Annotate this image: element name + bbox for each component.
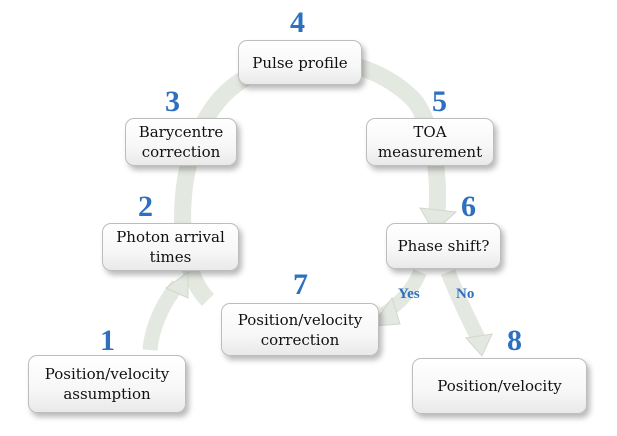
step-8-box: Position/velocity — [412, 358, 587, 414]
step-1-number: 1 — [100, 324, 115, 357]
step-2-number: 2 — [138, 190, 153, 223]
upward-arrowhead — [165, 271, 189, 299]
yes-branch-label: Yes — [398, 286, 420, 302]
step-3-number: 3 — [165, 85, 180, 118]
yes-arrowhead — [370, 296, 401, 327]
step-5-box: TOA measurement — [366, 118, 494, 166]
step-8-number: 8 — [507, 324, 522, 357]
step-7-box: Position/velocity correction — [221, 303, 379, 356]
step-5-number: 5 — [432, 85, 447, 118]
step-2-box: Photon arrival times — [102, 223, 239, 271]
step-1-box: Position/velocity assumption — [28, 355, 186, 413]
step-4-box: Pulse profile — [238, 40, 362, 85]
cycle-ring-arrowhead — [419, 207, 458, 233]
no-branch-arrow — [441, 269, 485, 342]
no-branch-label: No — [456, 286, 475, 302]
step-6-box: Phase shift? — [386, 223, 501, 269]
upward-arrow — [142, 280, 184, 351]
no-arrowhead — [465, 333, 493, 357]
step-7-number: 7 — [293, 268, 308, 301]
step-3-box: Barycentre correction — [125, 118, 237, 166]
step-6-number: 6 — [461, 190, 476, 223]
step-4-number: 4 — [290, 6, 305, 39]
